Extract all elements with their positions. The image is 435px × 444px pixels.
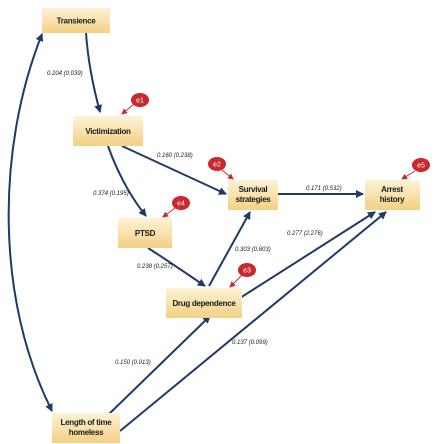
arrow-ptsd-drug [147,247,206,287]
coef-victimization-ptsd: 0.374 (0.195) [93,191,129,197]
arrow-victimization-survival [121,145,227,195]
error-e3: e3 [229,263,256,288]
node-length-label-1: Length of time [61,418,113,427]
arrow-drug-arrest [239,211,376,299]
node-drug-label: Drug dependence [172,299,236,308]
node-victimization-label: Victimization [85,127,131,136]
node-survival-label-1: Survival [239,185,268,194]
coef-survival-arrest: 0.171 (0.532) [306,186,342,192]
error-e4: e4 [162,196,190,218]
error-e4-label: e4 [177,201,185,208]
coef-drug-survival: 0.303 (0.803) [235,247,271,253]
node-drug-dependence: Drug dependence [166,288,242,318]
node-survival-label-2: strategies [236,195,272,204]
node-arrest-history: Arrest history [365,180,420,210]
error-e2-label: e2 [213,162,221,169]
arrow-length-arrest [119,211,387,432]
node-arrest-label-1: Arrest [381,185,403,194]
arrow-drug-survival [208,211,251,287]
error-e1-label: e1 [136,98,144,105]
node-ptsd: PTSD [118,218,172,248]
error-e2: e2 [208,157,234,180]
node-transience-label: Transience [57,17,97,26]
node-arrest-label-2: history [380,195,405,204]
coef-transience-victimization: 0.204 (0.039) [47,71,83,77]
error-e3-label: e3 [243,268,251,275]
node-victimization: Victimization [73,116,143,146]
coef-ptsd-drug: 0.238 (0.257) [137,264,173,270]
node-length-homeless: Length of time homeless [52,413,120,443]
error-e5-label: e5 [417,163,425,170]
arrow-length-transience [7,33,53,412]
node-length-label-2: homeless [69,428,104,437]
node-survival-strategies: Survival strategies [228,180,278,210]
coef-length-arrest: 0.137 (0.099) [232,340,268,346]
arrow-victimization-ptsd [107,145,147,217]
coef-drug-arrest: 0.277 (2.276) [287,231,323,237]
coef-length-drug: 0.150 (0.013) [115,360,151,366]
coef-victimization-survival: 0.160 (0.238) [157,153,193,159]
error-e1: e1 [121,93,149,115]
arrow-length-drug [107,315,211,416]
arrow-transience-victimization [85,32,103,113]
node-transience: Transience [42,8,110,33]
node-ptsd-label: PTSD [135,229,156,238]
error-e5: e5 [401,158,430,180]
